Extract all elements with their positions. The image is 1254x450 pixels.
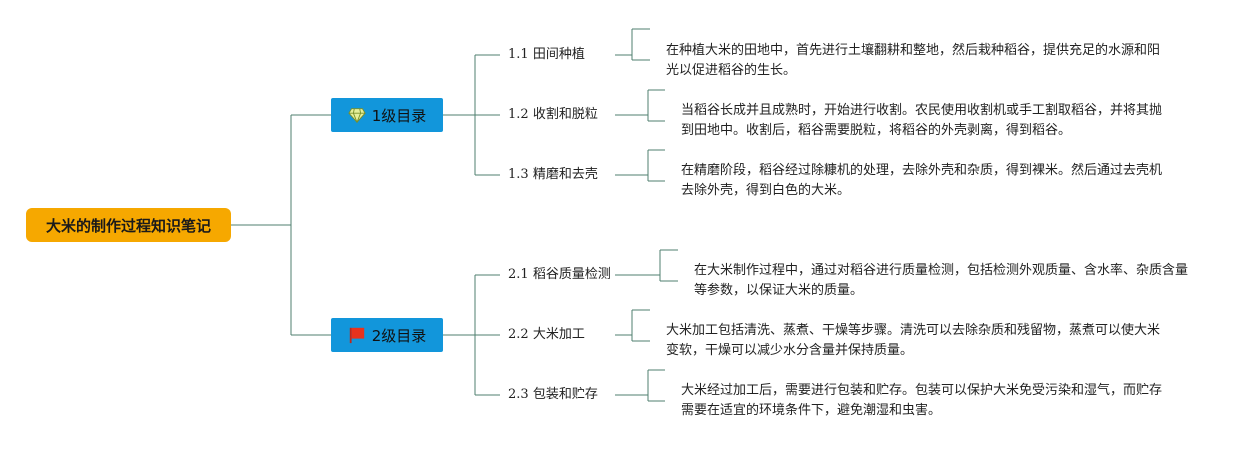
note-text: 在精磨阶段，稻谷经过除糠机的处理，去除外壳和杂质，得到裸米。然后通过去壳机去除外…	[681, 163, 1163, 198]
topic-number: 1.2	[508, 107, 529, 122]
note-text: 大米经过加工后，需要进行包装和贮存。包装可以保护大米免受污染和湿气，而贮存需要在…	[681, 383, 1163, 418]
topic-node[interactable]: 2.1 稻谷质量检测	[508, 267, 611, 283]
root-node[interactable]: 大米的制作过程知识笔记	[26, 208, 231, 242]
topic-number: 2.1	[508, 267, 529, 282]
branch-label: 2级目录	[371, 326, 427, 345]
topic-label: 稻谷质量检测	[532, 267, 611, 282]
note-text: 大米加工包括清洗、蒸煮、干燥等步骤。清洗可以去除杂质和残留物，蒸煮可以使大米变软…	[666, 323, 1161, 358]
root-label: 大米的制作过程知识笔记	[45, 216, 211, 235]
topic-number: 2.3	[508, 387, 529, 402]
topic-label: 精磨和去壳	[532, 167, 598, 182]
topic-number: 2.2	[508, 327, 529, 342]
note-text: 在大米制作过程中，通过对稻谷进行质量检测，包括检测外观质量、含水率、杂质含量等参…	[694, 263, 1189, 298]
topic-label: 大米加工	[532, 327, 585, 342]
topic-node[interactable]: 1.1 田间种植	[508, 47, 585, 63]
topic-number: 1.1	[508, 47, 529, 62]
topic-node[interactable]: 2.3 包装和贮存	[508, 387, 598, 403]
topic-label: 收割和脱粒	[532, 107, 598, 122]
note-text: 在种植大米的田地中，首先进行土壤翻耕和整地，然后栽种稻谷，提供充足的水源和阳光以…	[666, 43, 1161, 78]
branch-node-2[interactable]: 2级目录	[331, 318, 443, 352]
topic-node[interactable]: 1.3 精磨和去壳	[508, 167, 598, 183]
topic-node[interactable]: 1.2 收割和脱粒	[508, 107, 598, 123]
branch-label: 1级目录	[371, 106, 427, 125]
topic-node[interactable]: 2.2 大米加工	[508, 327, 585, 343]
flag-icon	[349, 327, 364, 344]
topic-label: 包装和贮存	[532, 387, 598, 402]
topic-label: 田间种植	[532, 47, 585, 62]
branch-node-1[interactable]: 1级目录	[331, 98, 443, 132]
diamond-icon	[348, 108, 366, 124]
topic-number: 1.3	[508, 167, 529, 182]
note-text: 当稻谷长成并且成熟时，开始进行收割。农民使用收割机或手工割取稻谷，并将其抛到田地…	[681, 103, 1163, 138]
